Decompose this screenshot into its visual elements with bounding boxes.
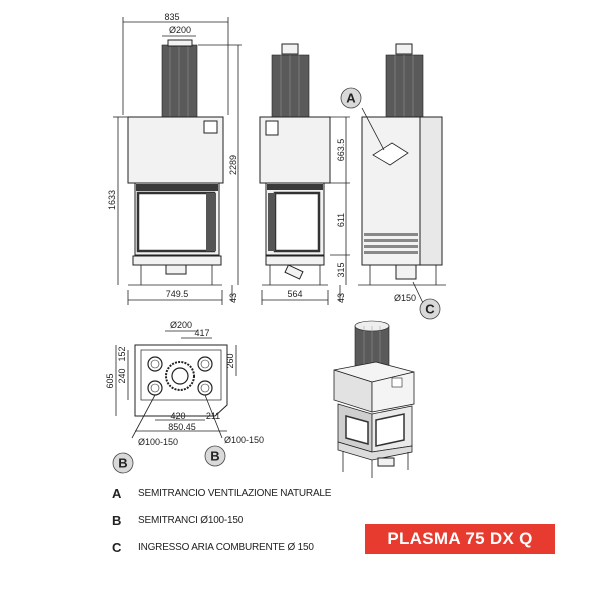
legend-letter: B xyxy=(112,512,122,528)
front-flue-diameter: Ø200 xyxy=(169,25,191,35)
side-view: 663.5 611 315 43 564 xyxy=(259,43,350,305)
badge-b-right: B xyxy=(204,445,226,467)
side-flue xyxy=(271,54,310,118)
plan-dim-260: 260 xyxy=(225,353,235,368)
legend-text: SEMITRANCI Ø100-150 xyxy=(138,514,244,526)
rear-view: Ø150 xyxy=(358,43,446,304)
legend-row-c: C INGRESSO ARIA COMBURENTE Ø 150 xyxy=(112,535,314,559)
badge-a: A xyxy=(340,87,362,109)
front-height-base: 43 xyxy=(228,293,238,303)
side-depth-bottom: 564 xyxy=(287,289,302,299)
isometric-view xyxy=(333,320,415,478)
badge-b-left: B xyxy=(112,452,134,474)
svg-text:A: A xyxy=(346,91,356,106)
plan-flue-diameter: Ø200 xyxy=(170,320,192,330)
plan-depth-605: 605 xyxy=(105,373,115,388)
side-height-mid: 611 xyxy=(336,213,346,227)
rear-flue xyxy=(385,54,424,118)
product-name-banner: PLASMA 75 DX Q xyxy=(365,524,555,554)
plan-spigot-right: Ø100-150 xyxy=(224,435,264,445)
front-height-body: 1633 xyxy=(107,190,117,210)
legend-text: INGRESSO ARIA COMBURENTE Ø 150 xyxy=(138,541,314,553)
legend-letter: C xyxy=(112,539,122,555)
plan-offset-417: 417 xyxy=(194,328,209,338)
air-inlet xyxy=(395,264,417,280)
plan-spigot-left: Ø100-150 xyxy=(138,437,178,447)
legend-row-a: A SEMITRANCIO VENTILAZIONE NATURALE xyxy=(112,481,331,505)
plan-dim-240: 240 xyxy=(117,368,127,383)
front-width-bottom: 749.5 xyxy=(166,289,189,299)
plan-view: Ø200 417 605 240 152 260 420 211 850.45 xyxy=(105,320,264,447)
side-height-lower: 315 xyxy=(336,262,346,277)
legend-row-b: B SEMITRANCI Ø100-150 xyxy=(112,508,243,532)
legend-text: SEMITRANCIO VENTILAZIONE NATURALE xyxy=(138,487,332,499)
rear-inlet-diameter: Ø150 xyxy=(394,293,416,303)
legend-letter: A xyxy=(112,485,122,501)
plan-dim-420: 420 xyxy=(170,411,185,421)
plan-width-850: 850.45 xyxy=(168,422,196,432)
front-width-top: 835 xyxy=(164,12,179,22)
side-height-upper: 663.5 xyxy=(336,139,346,162)
svg-text:B: B xyxy=(118,456,127,471)
side-height-base: 43 xyxy=(336,293,346,303)
svg-text:B: B xyxy=(210,449,219,464)
rear-grille xyxy=(364,233,418,254)
plan-flue-ring xyxy=(165,361,195,391)
front-view: 835 Ø200 1633 2289 43 xyxy=(107,12,242,305)
front-flue xyxy=(161,44,198,118)
plan-dim-152: 152 xyxy=(117,346,127,361)
ventilation-panel xyxy=(372,142,409,166)
badge-c: C xyxy=(419,298,441,320)
front-height-total: 2289 xyxy=(228,155,238,175)
svg-text:C: C xyxy=(425,302,435,317)
